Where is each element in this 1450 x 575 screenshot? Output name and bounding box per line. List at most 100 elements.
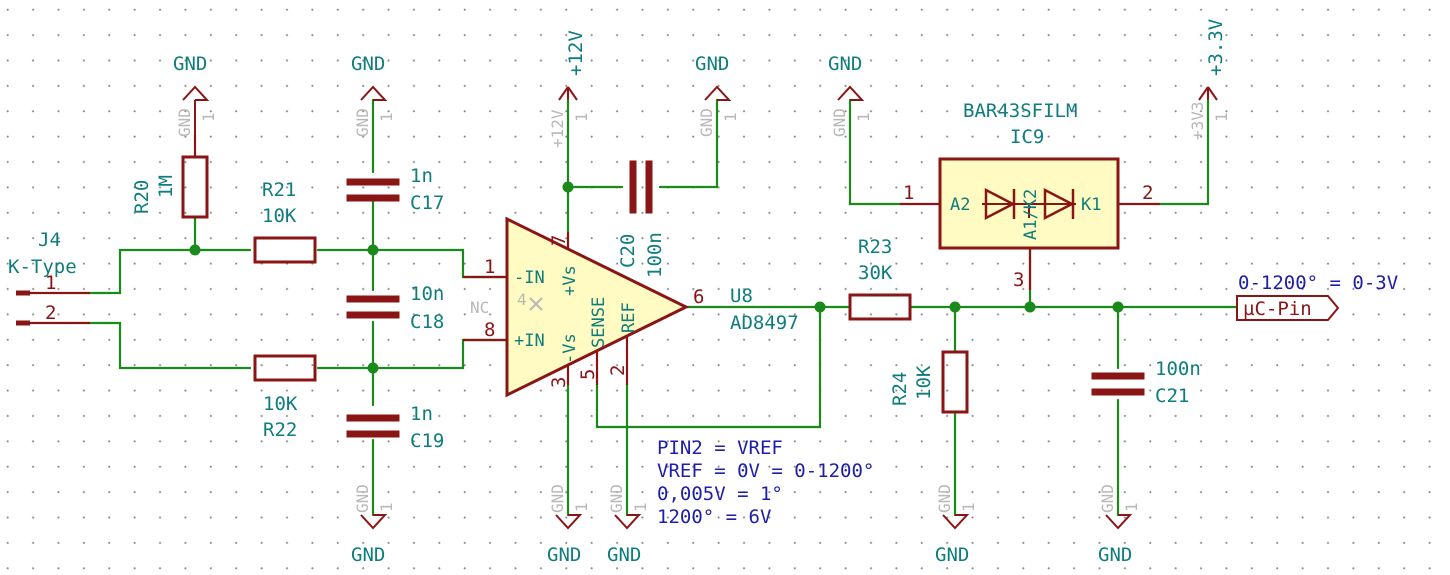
c18-ref: C18 — [410, 311, 444, 333]
connector-pin-1: 1 — [45, 272, 56, 294]
v12-label: +12V — [565, 30, 587, 76]
capacitor-c17[interactable]: 1n C17 — [346, 165, 444, 214]
c18-value: 10n — [410, 283, 444, 305]
connector-ref: J4 — [38, 229, 61, 251]
r24-value: 10K — [913, 365, 935, 400]
u8-pin-num-3: 3 — [548, 377, 570, 388]
gnd-label: GND — [351, 53, 385, 75]
gnd-symbol-u8-vsneg: GND GND 1 — [547, 484, 591, 566]
connector-j4[interactable]: J4 K-Type 1 2 — [8, 229, 90, 326]
output-label-uc-pin[interactable]: µC-Pin — [1236, 295, 1340, 321]
c17-value: 1n — [410, 165, 433, 187]
power-symbol-12v: +12V +12V 1 — [548, 30, 591, 148]
gnd-label: GND — [695, 53, 729, 75]
r23-ref: R23 — [858, 236, 892, 258]
r21-ref: R21 — [262, 179, 296, 201]
gnd-hidden-pin: 1 — [199, 112, 218, 122]
note-line-2: VREF = 0V = 0-1200° — [657, 460, 874, 482]
v33-label: +3.3V — [1205, 19, 1227, 76]
annotations: 0-1200° = 0-3V PIN2 = VREF VREF = 0V = 0… — [657, 272, 1398, 528]
r22-value: 10K — [263, 393, 298, 415]
gnd-label: GND — [351, 544, 385, 566]
output-label-text: µC-Pin — [1243, 298, 1312, 320]
output-range-note: 0-1200° = 0-3V — [1238, 272, 1398, 294]
capacitor-c18[interactable]: 10n C18 — [346, 283, 444, 333]
c17-ref: C17 — [410, 192, 444, 214]
ic9-pin-label-k1: K1 — [1081, 195, 1101, 215]
r21-value: 10K — [262, 205, 297, 227]
gnd-hidden-label: GND — [1098, 484, 1117, 513]
connector-value: K-Type — [8, 256, 77, 278]
c21-value: 100n — [1155, 358, 1201, 380]
gnd-symbol-c19: GND GND 1 — [351, 484, 396, 566]
ic9-pin-num-1: 1 — [903, 182, 914, 204]
c19-ref: C19 — [410, 430, 444, 452]
gnd-hidden-label: GND — [175, 108, 194, 137]
gnd-label: GND — [547, 544, 581, 566]
ic9-pin-num-3: 3 — [1013, 269, 1024, 291]
gnd-hidden-label: GND — [353, 484, 372, 513]
diode-ic9[interactable]: A2 K1 A1/K2 1 2 3 BAR43SFILM IC9 — [900, 100, 1160, 291]
resistor-r23[interactable]: R23 30K — [848, 236, 912, 321]
v33-hidden-pin: 1 — [1212, 112, 1231, 122]
r23-value: 30K — [858, 262, 893, 284]
amplifier-u8[interactable]: -IN +IN +Vs -Vs SENSE REF NC 4 1 8 7 3 5… — [463, 216, 799, 398]
gnd-hidden-pin: 1 — [721, 112, 740, 122]
gnd-label: GND — [828, 53, 862, 75]
power-symbol-3v3: +3.3V +3V3 1 — [1188, 19, 1231, 140]
gnd-hidden-label: GND — [830, 108, 849, 137]
gnd-label: GND — [173, 53, 207, 75]
u8-value: AD8497 — [730, 312, 799, 334]
capacitor-c21[interactable]: 100n C21 — [1091, 358, 1201, 407]
ic9-pin-label-mid: A1/K2 — [1021, 189, 1041, 240]
u8-pin-num-1: 1 — [484, 256, 495, 278]
u8-pin-label-vs-neg: -Vs — [560, 333, 580, 364]
gnd-hidden-label: GND — [697, 108, 716, 137]
resistor-r24[interactable]: R24 10K — [889, 350, 969, 414]
gnd-hidden-pin: 1 — [959, 502, 978, 512]
note-line-4: 1200° = 6V — [657, 506, 771, 528]
gnd-hidden-label: GND — [548, 484, 567, 513]
gnd-label: GND — [1098, 544, 1132, 566]
u8-pin-label-in-pos: +IN — [514, 331, 545, 351]
gnd-hidden-pin: 1 — [854, 112, 873, 122]
u8-pin-label-vs-pos: +Vs — [560, 265, 580, 296]
c20-value: 100n — [644, 232, 666, 278]
ic9-ref: IC9 — [1010, 126, 1044, 148]
gnd-hidden-pin: 1 — [572, 502, 591, 512]
u8-pin-label-in-neg: -IN — [514, 268, 545, 288]
u8-pin-label-nc: NC — [470, 298, 489, 317]
gnd-symbol-ic9: GND GND 1 — [828, 53, 873, 137]
gnd-hidden-pin: 1 — [377, 502, 396, 512]
capacitor-c20[interactable]: C20 100n — [617, 160, 666, 278]
gnd-symbol-r20: GND GND 1 — [173, 53, 218, 137]
gnd-hidden-pin: 1 — [631, 502, 650, 512]
gnd-symbol-c21: GND GND 1 — [1098, 484, 1141, 566]
r20-value: 1M — [155, 175, 177, 198]
r22-ref: R22 — [263, 419, 297, 441]
gnd-label: GND — [935, 544, 969, 566]
u8-pin-num-nc: 4 — [517, 290, 527, 309]
resistor-r21[interactable]: R21 10K — [253, 179, 317, 264]
resistor-r20[interactable]: R20 1M — [131, 135, 209, 219]
u8-pin-label-sense: SENSE — [589, 297, 609, 348]
capacitor-c19[interactable]: 1n C19 — [346, 403, 444, 452]
v33-hidden-label: +3V3 — [1188, 101, 1207, 140]
gnd-hidden-label: GND — [607, 484, 626, 513]
v12-hidden-label: +12V — [548, 109, 567, 148]
gnd-symbol-r24: GND GND 1 — [935, 484, 978, 566]
u8-pin-num-8: 8 — [484, 319, 495, 341]
resistor-r22[interactable]: 10K R22 — [253, 354, 317, 441]
gnd-hidden-pin: 1 — [377, 112, 396, 122]
gnd-hidden-pin: 1 — [1122, 502, 1141, 512]
u8-pin-num-7: 7 — [548, 235, 570, 246]
v12-hidden-pin: 1 — [572, 112, 591, 122]
ic9-value: BAR43SFILM — [963, 100, 1077, 122]
u8-pin-num-5: 5 — [577, 369, 599, 380]
gnd-hidden-label: GND — [935, 484, 954, 513]
u8-pin-label-ref: REF — [619, 302, 639, 333]
r24-ref: R24 — [889, 372, 911, 406]
gnd-hidden-label: GND — [353, 108, 372, 137]
gnd-symbol-u8-ref: GND GND 1 — [607, 484, 650, 566]
